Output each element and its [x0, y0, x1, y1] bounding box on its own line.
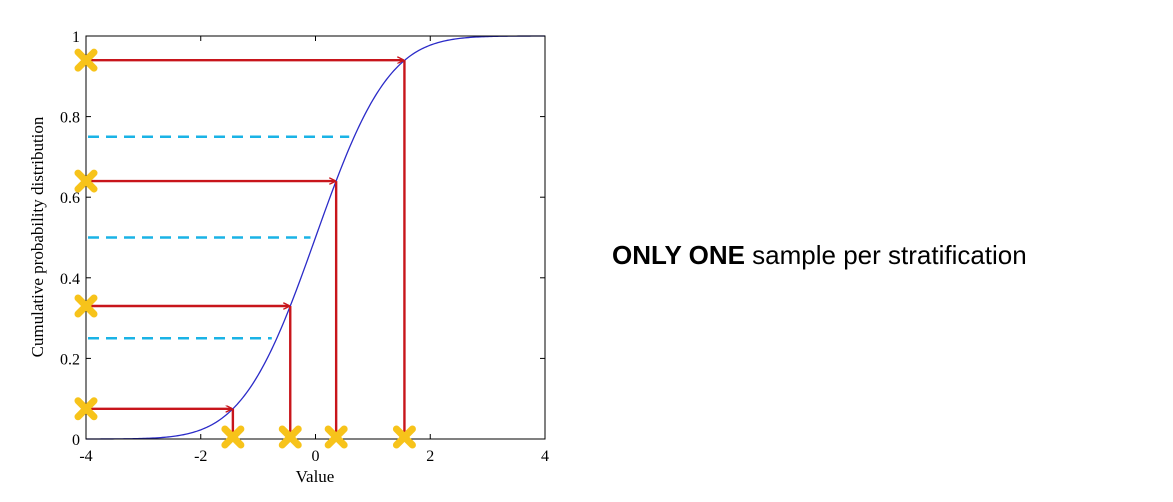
probability-sample-marker	[74, 48, 98, 72]
probability-sample-marker	[74, 294, 98, 318]
value-sample-marker	[278, 425, 302, 449]
y-tick-label: 0.4	[60, 271, 80, 288]
probability-sample-marker	[74, 169, 98, 193]
caption: ONLY ONE sample per stratification	[612, 240, 1027, 271]
cdf-curve	[86, 35, 545, 440]
value-sample-marker	[221, 425, 245, 449]
caption-bold: ONLY ONE	[612, 240, 745, 270]
latin-hypercube-cdf-chart: -4 -2 0 2 4 0 0.2 0.4 0.6 0.8 1 Value Cumulative p…	[28, 29, 549, 486]
x-tick-label: 2	[426, 448, 434, 465]
x-tick-label: 0	[312, 448, 320, 465]
y-tick-label: 0.2	[60, 351, 80, 368]
x-tick-label: 4	[541, 448, 549, 465]
y-tick-label: 1	[72, 29, 80, 46]
x-axis-label: Value	[296, 467, 335, 486]
caption-rest: sample per stratification	[744, 240, 1027, 270]
x-tick-label: -2	[194, 448, 207, 465]
y-axis-label: Cumulative probability distribution	[28, 116, 47, 357]
x-tick-label: -4	[79, 448, 92, 465]
y-tick-label: 0.8	[60, 110, 80, 127]
value-sample-marker	[392, 425, 416, 449]
y-tick-label: 0	[72, 432, 80, 449]
probability-sample-marker	[74, 397, 98, 421]
y-tick-label: 0.6	[60, 190, 80, 207]
value-sample-marker	[324, 425, 348, 449]
